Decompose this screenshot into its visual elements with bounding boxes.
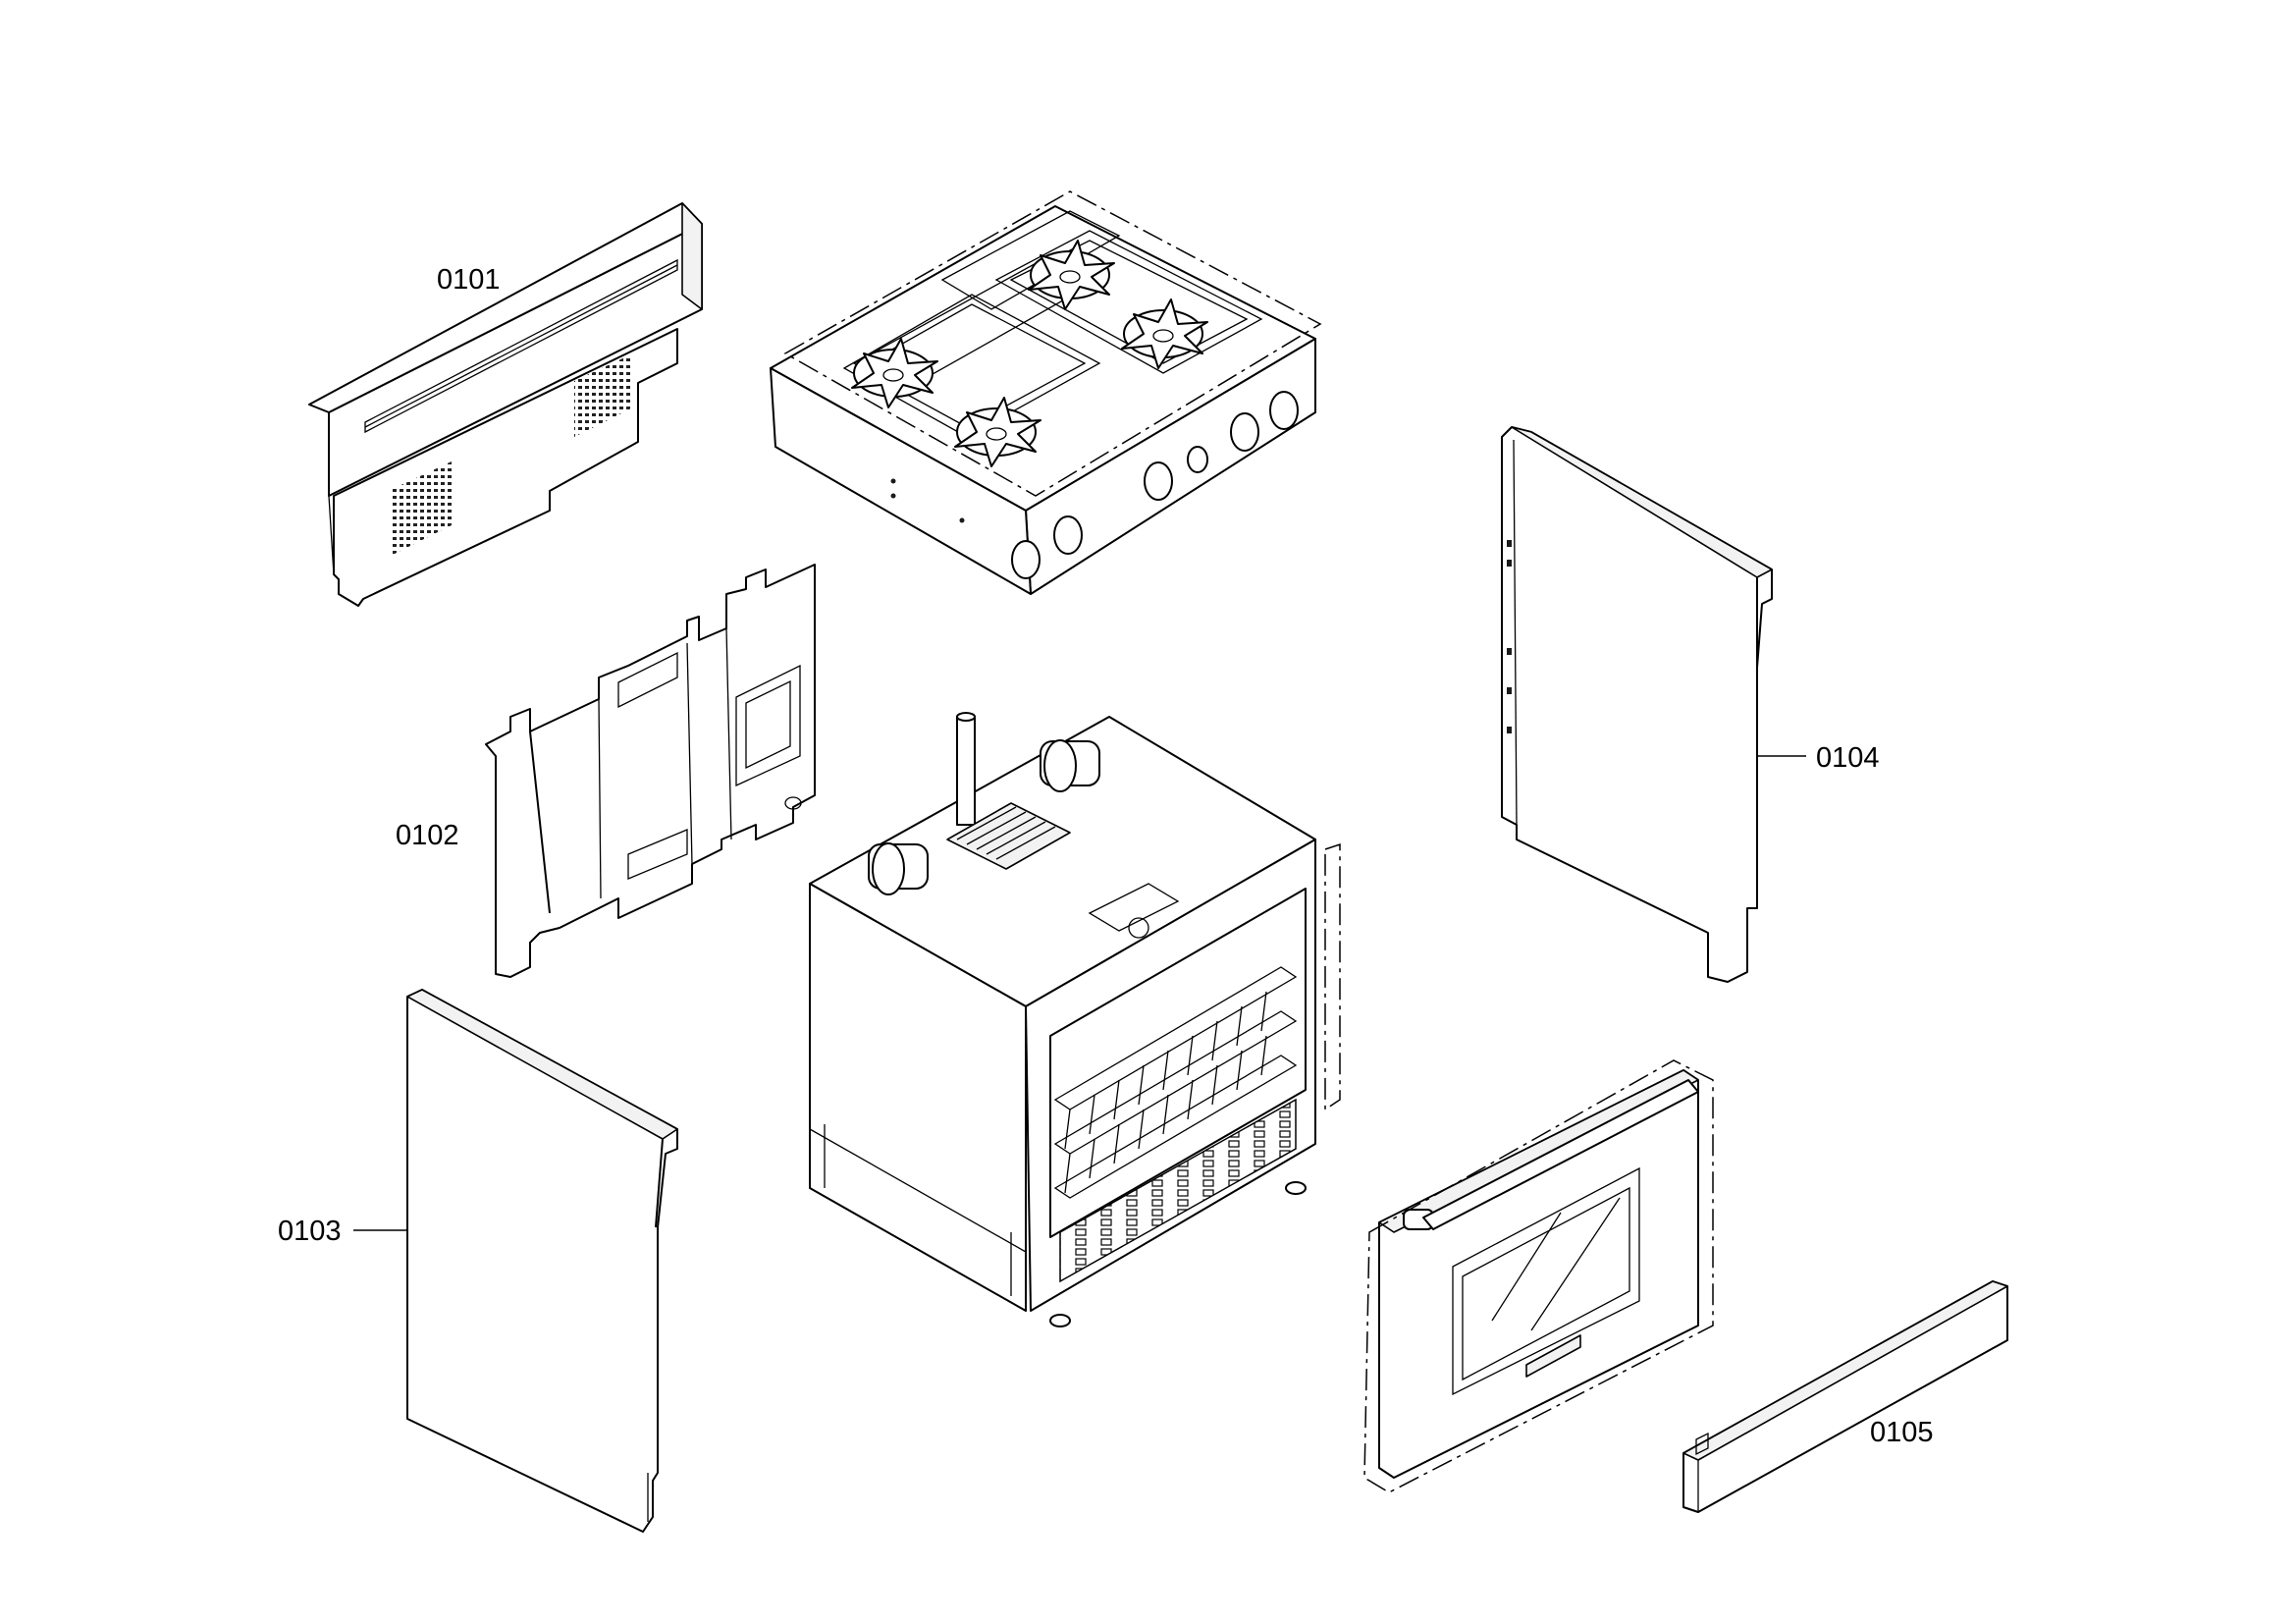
label-left-side-panel: 0103 xyxy=(278,1216,342,1247)
label-backguard: 0101 xyxy=(437,264,501,296)
oven-door-assembly xyxy=(1363,1059,1714,1493)
control-knobs xyxy=(1011,391,1299,579)
oven-racks xyxy=(1053,966,1298,1199)
rangetop-assembly xyxy=(770,190,1322,595)
oven-cavity-assembly xyxy=(809,712,1341,1327)
kick-panel-part[interactable]: 0105 xyxy=(1682,1280,2008,1513)
left-side-panel-part[interactable]: 0103 xyxy=(278,989,678,1533)
rear-panel-part[interactable]: 0102 xyxy=(396,564,816,978)
backguard-part[interactable]: 0101 xyxy=(308,202,703,607)
burner-rear-right xyxy=(1121,298,1208,369)
right-side-panel-part[interactable]: 0104 xyxy=(1501,426,1880,983)
label-kick-panel: 0105 xyxy=(1870,1417,1934,1448)
label-right-side-panel: 0104 xyxy=(1816,742,1880,774)
burner-rear-left xyxy=(1028,240,1115,310)
burner-front-left xyxy=(851,338,938,408)
label-rear-panel: 0102 xyxy=(396,820,459,851)
convection-motors xyxy=(868,712,1100,895)
burner-front-right xyxy=(954,397,1041,467)
